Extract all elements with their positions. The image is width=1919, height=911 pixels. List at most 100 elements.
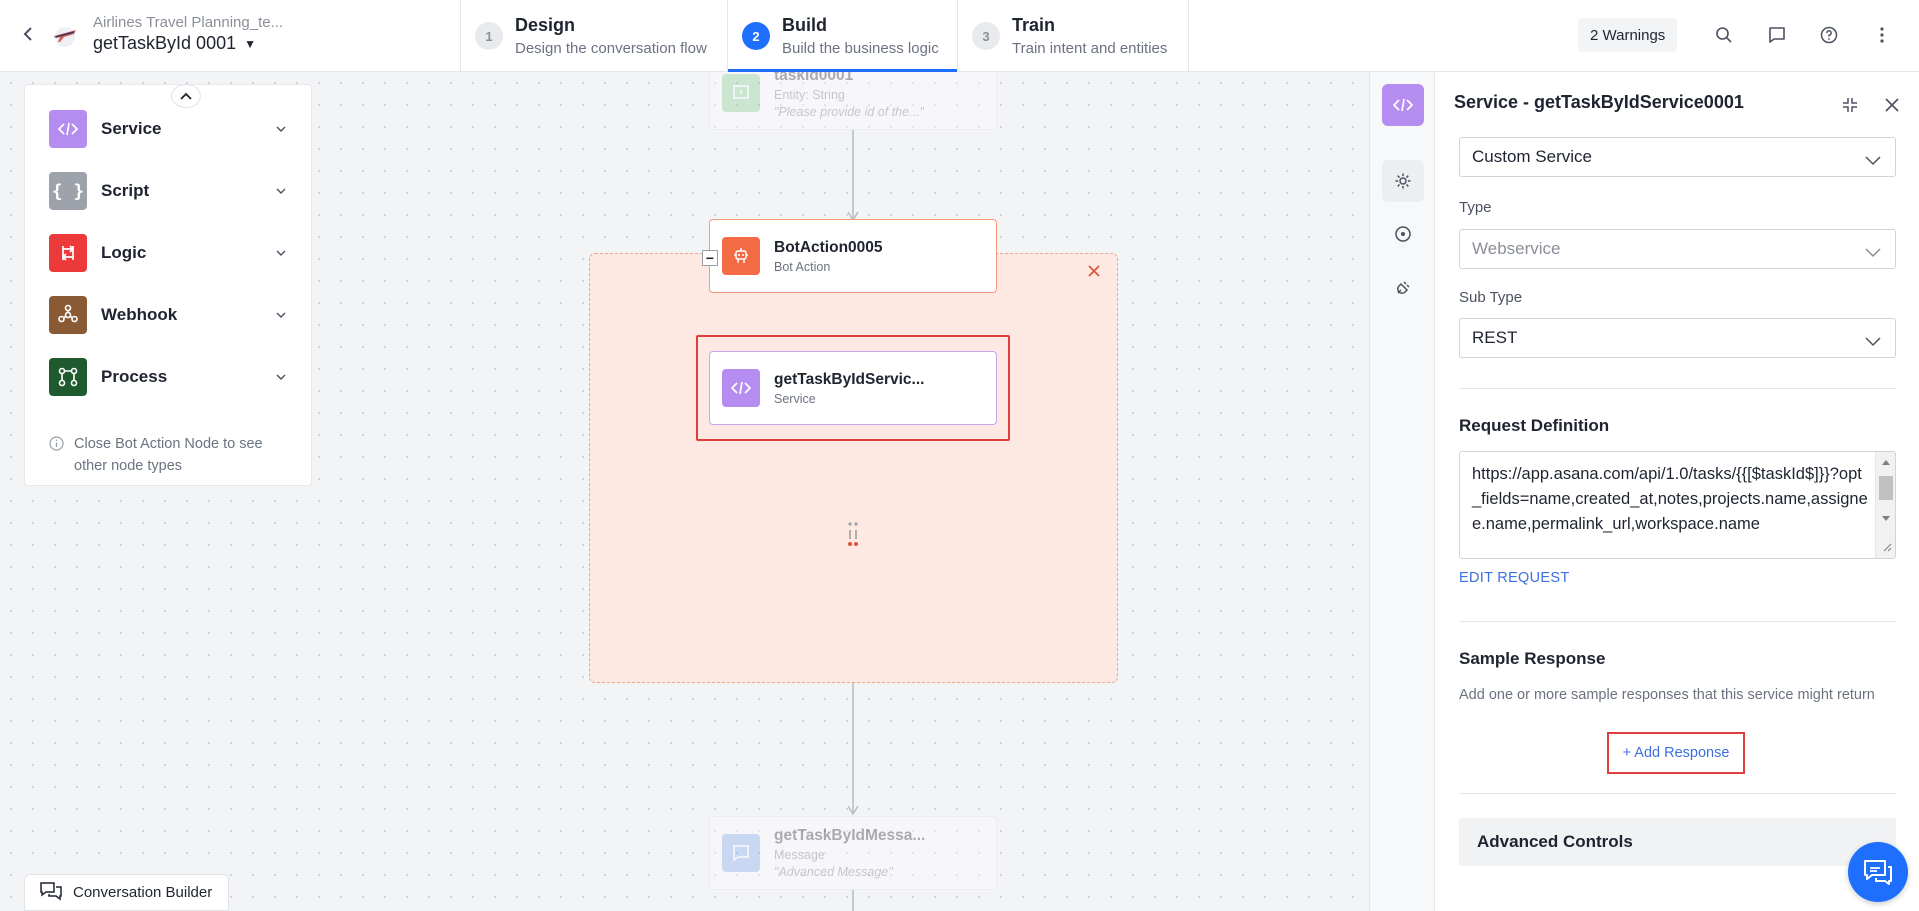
chevron-down-icon: [273, 188, 289, 194]
build-steps: 1 Design Design the conversation flow 2 …: [460, 0, 1189, 72]
code-icon: [1393, 98, 1413, 112]
advanced-controls-label: Advanced Controls: [1477, 832, 1633, 851]
dialog-name: getTaskById 0001: [93, 33, 237, 53]
add-response-button[interactable]: + Add Response: [1607, 732, 1745, 774]
close-icon[interactable]: [1086, 263, 1104, 281]
chevron-down-icon: [273, 250, 289, 256]
webhook-icon: [49, 296, 87, 334]
chevron-down-icon: [273, 126, 289, 132]
step-title: Train: [1012, 15, 1056, 35]
subtype-value: REST: [1472, 328, 1518, 347]
dialog-selector[interactable]: getTaskById 0001 ▼: [93, 33, 256, 54]
entity-icon: [722, 74, 760, 112]
node-subtitle: Bot Action: [774, 259, 831, 274]
sample-response-title: Sample Response: [1459, 649, 1606, 668]
request-definition-textarea[interactable]: https://app.asana.com/api/1.0/tasks/{{[$…: [1459, 451, 1896, 559]
palette-info: Close Bot Action Node to see other node …: [49, 433, 284, 477]
resize-grip-icon: [1883, 543, 1892, 552]
chevron-down-icon: [1865, 243, 1881, 263]
type-value: Webservice: [1472, 239, 1561, 258]
logic-icon: [49, 234, 87, 272]
subtype-select[interactable]: REST: [1459, 318, 1896, 358]
textarea-scrollbar[interactable]: [1875, 452, 1895, 558]
node-service[interactable]: getTaskByIdServic... Service: [709, 351, 997, 425]
step-number: 2: [742, 22, 770, 50]
search-icon[interactable]: [1711, 22, 1737, 48]
code-icon: [722, 369, 760, 407]
step-train[interactable]: 3 Train Train intent and entities: [957, 0, 1189, 72]
help-icon[interactable]: [1816, 22, 1842, 48]
palette-item-script[interactable]: { } Script: [49, 171, 289, 211]
edit-request-link[interactable]: EDIT REQUEST: [1459, 570, 1570, 586]
step-title: Build: [782, 15, 827, 35]
node-entity[interactable]: taskId0001 Entity: String "Please provid…: [709, 72, 997, 130]
node-prompt: "Advanced Message": [774, 865, 893, 879]
node-subtitle: Entity: String: [774, 88, 845, 102]
step-number: 3: [972, 22, 1000, 50]
service-properties-panel: Service - getTaskByIdService0001 Custom …: [1435, 72, 1919, 911]
subtype-label: Sub Type: [1459, 289, 1523, 306]
palette-info-text: Close Bot Action Node to see other node …: [74, 436, 263, 474]
request-definition-title: Request Definition: [1459, 416, 1610, 435]
service-type-select[interactable]: Custom Service: [1459, 137, 1896, 177]
component-properties-tab[interactable]: [1382, 84, 1424, 126]
connections-tab[interactable]: [1382, 213, 1424, 255]
node-title: getTaskByIdMessa...: [774, 827, 926, 844]
gear-icon: [1395, 173, 1411, 189]
advanced-controls-section[interactable]: Advanced Controls: [1459, 818, 1896, 866]
node-palette: Service { } Script Logic Webhook: [24, 84, 312, 486]
conversation-builder-tab[interactable]: Conversation Builder: [24, 874, 230, 911]
node-title: taskId0001: [774, 72, 854, 84]
node-prompt: "Please provide id of the...": [774, 105, 924, 119]
scroll-up-icon: [1882, 460, 1890, 465]
chevron-down-icon: [1865, 332, 1881, 352]
plugin-tab[interactable]: [1382, 267, 1424, 309]
palette-item-label: Script: [101, 181, 150, 200]
chat-icon[interactable]: [1764, 22, 1790, 48]
node-title: BotAction0005: [774, 238, 883, 256]
plug-icon: [1397, 281, 1410, 294]
step-build[interactable]: 2 Build Build the business logic: [727, 0, 957, 72]
step-number: 1: [475, 22, 503, 50]
warnings-button[interactable]: 2 Warnings: [1578, 18, 1678, 52]
node-subtitle: Message: [774, 848, 825, 862]
top-header: Airlines Travel Planning_te... getTaskBy…: [0, 0, 1919, 72]
palette-item-service[interactable]: Service: [49, 109, 289, 149]
sample-response-description: Add one or more sample responses that th…: [1459, 687, 1875, 703]
parent-app-name: Airlines Travel Planning_te...: [93, 14, 284, 31]
palette-item-webhook[interactable]: Webhook: [49, 295, 289, 335]
palette-item-label: Process: [101, 367, 168, 386]
property-rail: [1369, 72, 1435, 911]
settings-tab[interactable]: [1382, 160, 1424, 202]
node-title: getTaskByIdServic...: [774, 370, 925, 388]
chevron-down-icon: [1865, 151, 1881, 171]
type-select[interactable]: Webservice: [1459, 229, 1896, 269]
collapse-node-button[interactable]: −: [702, 250, 718, 266]
chat-bubble-icon: [1864, 860, 1892, 885]
close-panel-icon[interactable]: [1881, 94, 1903, 116]
node-subtitle: Service: [774, 391, 816, 406]
step-subtitle: Design the conversation flow: [515, 40, 707, 57]
code-icon: [49, 110, 87, 148]
chevron-down-icon: [273, 374, 289, 380]
bot-icon: [722, 237, 760, 275]
palette-item-logic[interactable]: Logic: [49, 233, 289, 273]
palette-item-process[interactable]: Process: [49, 357, 289, 397]
flow-canvas[interactable]: Service { } Script Logic Webhook: [0, 72, 1369, 911]
node-bot-action[interactable]: BotAction0005 Bot Action: [709, 219, 997, 293]
add-node-handle-icon[interactable]: [847, 521, 859, 552]
node-message[interactable]: getTaskByIdMessa... Message "Advanced Me…: [709, 816, 997, 890]
more-vertical-icon[interactable]: [1869, 22, 1895, 48]
chevron-down-icon: [273, 312, 289, 318]
scroll-down-icon: [1882, 516, 1890, 521]
palette-item-label: Logic: [101, 243, 147, 262]
step-subtitle: Build the business logic: [782, 40, 939, 57]
support-chat-button[interactable]: [1848, 842, 1908, 902]
minimize-icon[interactable]: [1839, 94, 1861, 116]
request-url-text: https://app.asana.com/api/1.0/tasks/{{[$…: [1472, 465, 1868, 533]
step-design[interactable]: 1 Design Design the conversation flow: [460, 0, 727, 72]
palette-item-label: Service: [101, 119, 162, 138]
back-arrow-icon[interactable]: [16, 22, 40, 46]
collapse-palette-button[interactable]: [171, 84, 201, 108]
step-subtitle: Train intent and entities: [1012, 40, 1168, 57]
